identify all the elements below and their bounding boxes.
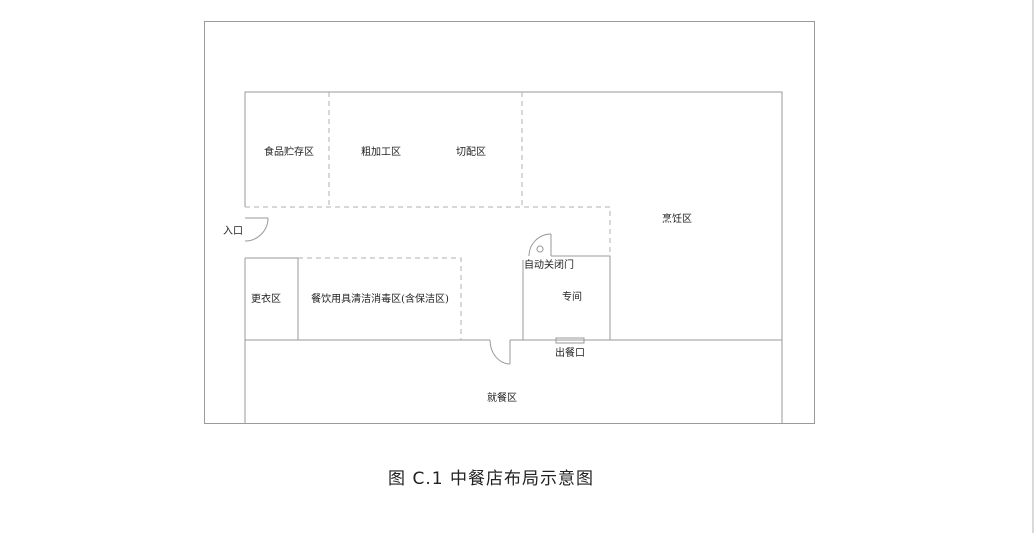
label-private-room: 专间: [562, 290, 582, 303]
dining-door: [489, 339, 511, 365]
zone-boundaries: [245, 92, 611, 340]
label-changing-room: 更衣区: [251, 292, 281, 305]
entrance-door: [244, 217, 269, 242]
label-utensil-cleaning: 餐饮用具清洁消毒区(含保洁区): [311, 292, 449, 305]
figure-caption: 图 C.1 中餐店布局示意图: [388, 469, 594, 489]
label-rough-processing: 粗加工区: [361, 146, 401, 158]
serving-window: [555, 337, 585, 344]
label-dining-area: 就餐区: [487, 391, 517, 404]
kitchen-outline: [244, 91, 783, 423]
label-entrance: 入口: [223, 226, 243, 237]
label-serving-window: 出餐口: [555, 346, 585, 359]
label-cooking: 烹饪区: [662, 212, 692, 225]
label-cutting: 切配区: [456, 146, 486, 158]
auto-close-door: [528, 233, 552, 257]
label-food-storage: 食品贮存区: [264, 145, 314, 158]
label-auto-close-door: 自动关闭门: [524, 258, 574, 271]
page-edge: [1032, 0, 1034, 533]
outer-frame: [204, 21, 815, 424]
